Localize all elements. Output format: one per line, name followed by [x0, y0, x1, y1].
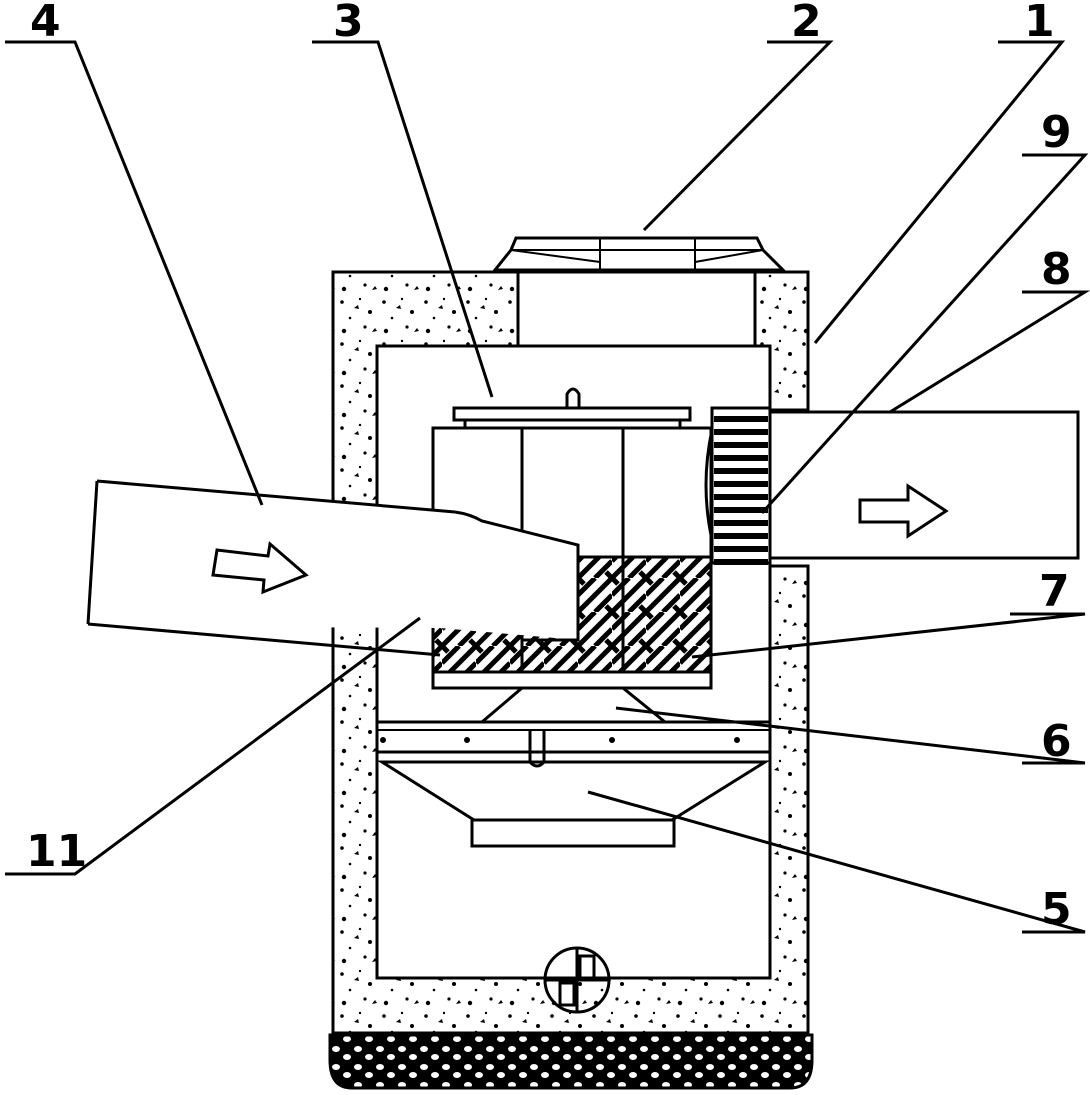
- callout-5: 5: [1041, 884, 1072, 935]
- grille-bar: [714, 442, 768, 448]
- grille-bar: [714, 416, 768, 422]
- manhole-cover: [491, 236, 787, 348]
- grille-bar: [714, 455, 768, 461]
- callout-labels: 4 3 2 1 9 8 7 6 11 5: [26, 0, 1072, 935]
- leader-lines: [5, 40, 1090, 934]
- inlet-pipe: [86, 479, 580, 657]
- plate-bolt: [464, 737, 470, 743]
- callout-9: 9: [1041, 107, 1072, 158]
- filter-lid: [452, 387, 692, 428]
- grille-bar: [714, 481, 768, 487]
- callout-1: 1: [1024, 0, 1055, 47]
- callout-7: 7: [1039, 566, 1070, 617]
- support-plate: [375, 720, 772, 768]
- grille-bar: [714, 429, 768, 435]
- grille-bar: [714, 546, 768, 552]
- callout-4: 4: [30, 0, 61, 47]
- grille-bar: [714, 468, 768, 474]
- grille-bar: [714, 520, 768, 526]
- grille-bar: [714, 533, 768, 539]
- settling-hopper: [376, 760, 771, 848]
- plate-bolt: [380, 737, 386, 743]
- inner-chamber: [375, 344, 772, 980]
- callout-2: 2: [791, 0, 822, 47]
- inlet-arrow-icon: [211, 541, 309, 595]
- grille-bar: [714, 559, 768, 565]
- callout-6: 6: [1041, 716, 1072, 767]
- drain-valve: [543, 946, 611, 1014]
- grille-bar: [714, 494, 768, 500]
- gravel-base: [328, 1033, 814, 1090]
- plate-bolt: [609, 737, 615, 743]
- callout-11: 11: [26, 826, 87, 877]
- plate-bolt: [734, 737, 740, 743]
- outlet-arrow-icon: [858, 483, 949, 539]
- grille-bar: [714, 507, 768, 513]
- callout-3: 3: [333, 0, 364, 47]
- callout-8: 8: [1041, 244, 1072, 295]
- cone-funnel: [481, 686, 666, 724]
- outlet-grille: [710, 406, 772, 565]
